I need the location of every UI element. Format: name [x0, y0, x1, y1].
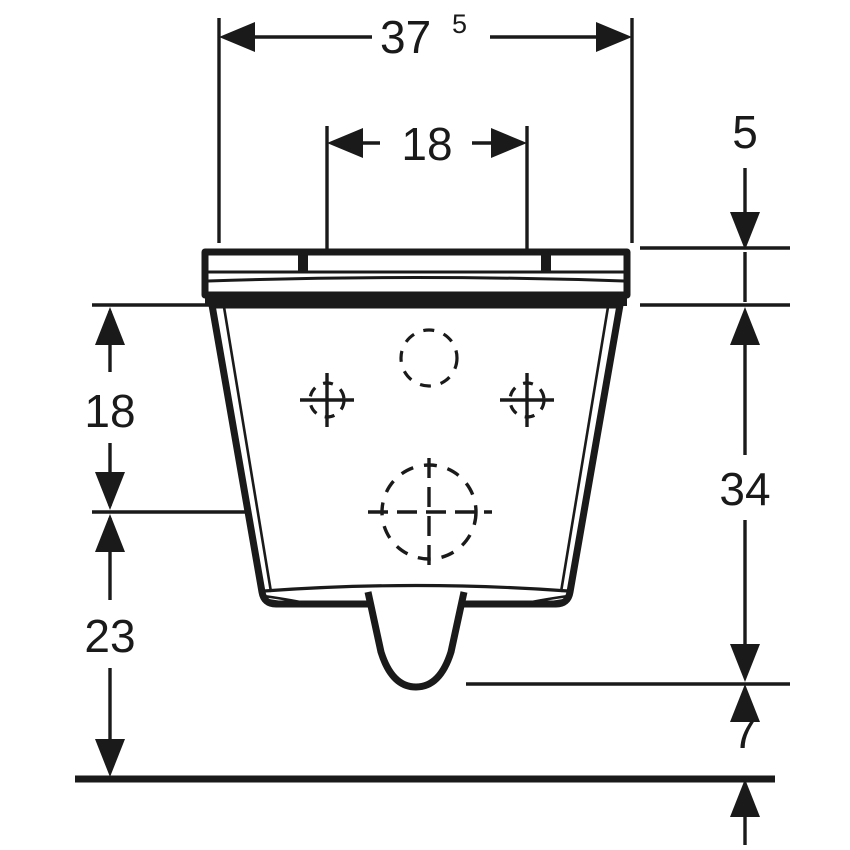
dim-18v-arrow-top [95, 307, 125, 345]
flush-connection-circle [399, 328, 459, 388]
right-hinge-notch [541, 253, 551, 271]
dim-23-arrow-bottom [95, 739, 125, 777]
dimension-holes-to-base: 23 [84, 514, 136, 777]
seat-and-lid [201, 248, 631, 306]
dimension-outlet-to-floor: 7 [730, 684, 760, 845]
dim-7-arrow-bottom [730, 779, 760, 817]
lower-hidden-circle [368, 458, 492, 566]
dim-18h-arrow-right [491, 128, 527, 158]
dim-18h-label: 18 [401, 118, 452, 170]
seat-bottom-band [205, 297, 627, 306]
right-foot-detail-a [521, 594, 569, 606]
dim-23-label: 23 [84, 610, 135, 662]
left-hinge-notch [298, 253, 308, 271]
bowl-body [208, 301, 624, 608]
dimension-hole-spacing: 18 [327, 118, 527, 170]
dim-5-arrow-bottom [730, 307, 760, 345]
upper-hidden-circle [399, 328, 459, 388]
bowl-lower-rim [263, 583, 569, 593]
wc-body-outline [208, 301, 624, 691]
seat-line-lower [207, 276, 625, 283]
dim-18v-label: 18 [84, 385, 135, 437]
left-foot-detail-b [267, 598, 307, 608]
dim-7-arrow-top [730, 684, 760, 722]
dim-37-arrow-right [596, 22, 632, 52]
outlet-u-profile [364, 591, 468, 691]
bowl-inner-right-edge [559, 306, 610, 593]
dim-34-arrow-bottom [730, 644, 760, 682]
dimension-seat-thickness: 5 [730, 106, 760, 345]
dim-37-arrow-left [219, 22, 255, 52]
dimension-body-height: 34 [719, 345, 771, 682]
dim-7-label: 7 [732, 706, 758, 758]
bowl-inner-left-edge [222, 306, 273, 593]
dimension-seat-to-holes: 18 [84, 307, 136, 510]
dim-34-label: 34 [719, 463, 770, 515]
dimension-overall-width: 37 5 [219, 9, 632, 63]
left-foot-detail-a [263, 594, 311, 606]
dim-5-arrow-top [730, 212, 760, 250]
dim-37-superscript: 5 [452, 9, 467, 39]
right-foot-detail-b [525, 598, 565, 608]
dim-23-arrow-top [95, 514, 125, 552]
dim-37-label: 37 [380, 11, 431, 63]
dim-18h-arrow-left [327, 128, 363, 158]
fixing-hole-marks [300, 373, 554, 427]
dim-18v-arrow-bottom [95, 472, 125, 510]
dim-5-label: 5 [732, 106, 758, 158]
